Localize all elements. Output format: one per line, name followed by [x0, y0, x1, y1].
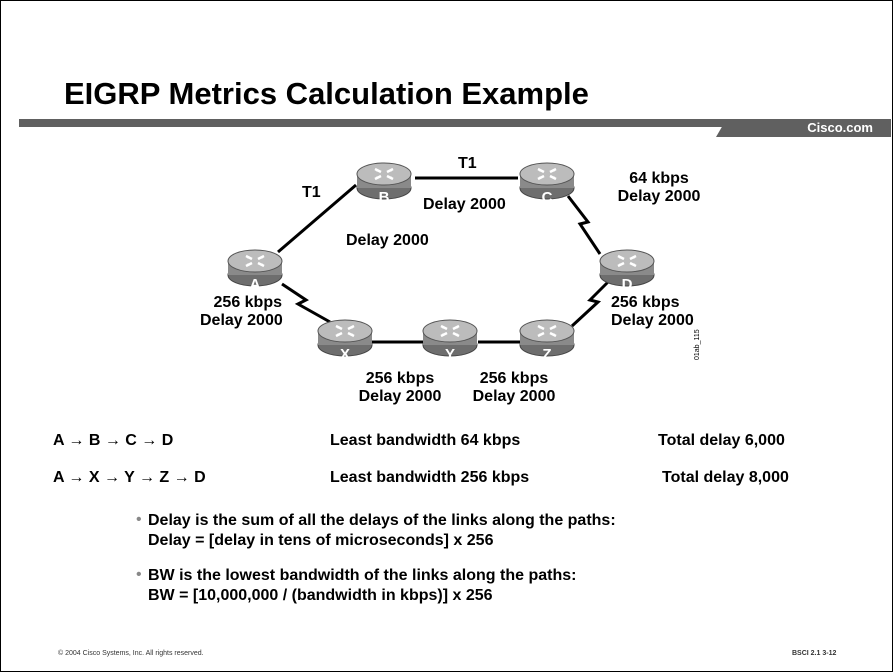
- link-label-c-d-delay: Delay 2000: [617, 188, 701, 205]
- link-label-x-y-delay: Delay 2000: [358, 388, 442, 405]
- link-label-b-c-type: T1: [458, 155, 477, 172]
- link-label-c-d-bandwidth: 64 kbps: [629, 170, 689, 187]
- path-2-route: A → X → Y → Z → D: [53, 469, 206, 486]
- link-label-z-d-bandwidth: 256 kbps: [611, 294, 680, 311]
- bullet-icon: •: [136, 566, 142, 583]
- bullet-icon: •: [136, 511, 142, 528]
- link-label-a-x-bandwidth: 256 kbps: [213, 294, 282, 311]
- link-label-z-d: 256 kbps Delay 2000: [611, 294, 711, 330]
- bullet-bandwidth-line2: BW = [10,000,000 / (bandwidth in kbps)] …: [148, 587, 493, 604]
- link-label-a-x: 256 kbps Delay 2000: [200, 294, 283, 330]
- path-2-bandwidth: Least bandwidth 256 kbps: [330, 469, 530, 486]
- brand-label: Cisco.com: [807, 120, 873, 135]
- link-label-x-y: 256 kbps Delay 2000: [350, 370, 450, 406]
- link-label-y-z-delay: Delay 2000: [472, 388, 556, 405]
- link-label-z-d-delay: Delay 2000: [611, 312, 694, 329]
- link-label-x-y-bandwidth: 256 kbps: [365, 370, 435, 387]
- path-1-route: A → B → C → D: [53, 432, 174, 449]
- link-label-b-c-delay: Delay 2000: [423, 196, 506, 213]
- link-label-y-z: 256 kbps Delay 2000: [464, 370, 564, 406]
- figure-reference: 01ab_115: [694, 329, 701, 360]
- bullet-delay: Delay is the sum of all the delays of th…: [148, 511, 616, 551]
- link-label-y-z-bandwidth: 256 kbps: [479, 370, 549, 387]
- brand-tab: Cisco.com: [716, 119, 891, 137]
- link-label-c-d: 64 kbps Delay 2000: [607, 170, 711, 206]
- bullet-delay-line2: Delay = [delay in tens of microseconds] …: [148, 532, 494, 549]
- bullet-delay-line1: Delay is the sum of all the delays of th…: [148, 512, 616, 529]
- link-label-a-b-delay: Delay 2000: [346, 232, 429, 249]
- path-2-delay: Total delay 8,000: [662, 469, 789, 486]
- slide-title: EIGRP Metrics Calculation Example: [64, 76, 589, 111]
- bullet-bandwidth-line1: BW is the lowest bandwidth of the links …: [148, 567, 577, 584]
- link-label-a-x-delay: Delay 2000: [200, 312, 283, 329]
- path-1-bandwidth: Least bandwidth 64 kbps: [330, 432, 521, 449]
- bullet-bandwidth: BW is the lowest bandwidth of the links …: [148, 566, 576, 606]
- footer-code: BSCI 2.1 3-12: [792, 650, 837, 657]
- title-rule: [19, 119, 891, 127]
- footer-copyright: © 2004 Cisco Systems, Inc. All rights re…: [58, 650, 204, 657]
- path-1-delay: Total delay 6,000: [658, 432, 785, 449]
- link-label-a-b-type: T1: [302, 184, 321, 201]
